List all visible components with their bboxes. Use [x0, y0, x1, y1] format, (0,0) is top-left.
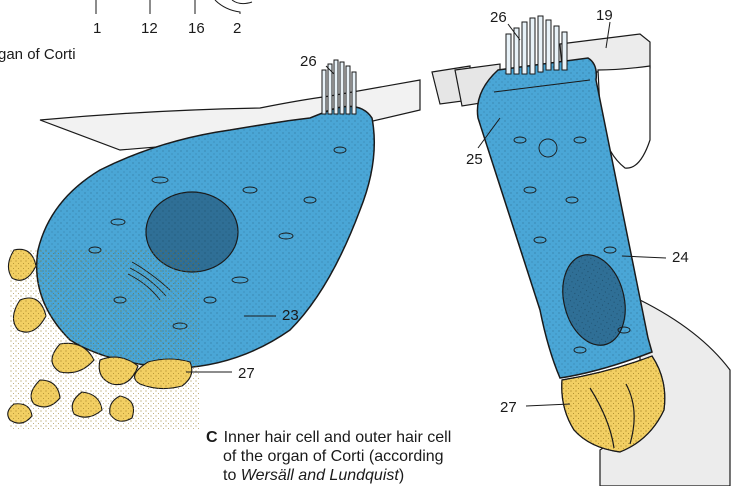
label-19: 19 — [596, 7, 613, 24]
caption-line-1: Inner hair cell and outer hair cell — [224, 429, 452, 446]
inner-nerve-endings — [8, 249, 200, 430]
caption-letter: C — [206, 429, 218, 446]
figure-caption: C Inner hair cell and outer hair cell of … — [206, 428, 506, 485]
top-label-12: 12 — [141, 20, 158, 37]
label-25: 25 — [466, 151, 483, 168]
caption-line-3-prefix: to — [223, 467, 241, 484]
label-27-outer: 27 — [500, 399, 517, 416]
label-26-outer: 26 — [490, 9, 507, 26]
top-fragment — [96, 0, 252, 14]
label-24: 24 — [672, 249, 689, 266]
caption-line-3-suffix: ) — [399, 467, 404, 484]
top-label-16: 16 — [188, 20, 205, 37]
label-27-inner: 27 — [238, 365, 255, 382]
caption-authors: Wersäll and Lundquist — [241, 467, 399, 484]
partial-caption: gan of Corti — [0, 46, 76, 63]
label-26-inner: 26 — [300, 53, 317, 70]
caption-line-2: of the organ of Corti (according — [206, 447, 506, 466]
top-label-2: 2 — [233, 20, 241, 37]
top-label-1: 1 — [93, 20, 101, 37]
label-23: 23 — [282, 307, 299, 324]
caption-line-3: to Wersäll and Lundquist) — [206, 466, 506, 485]
